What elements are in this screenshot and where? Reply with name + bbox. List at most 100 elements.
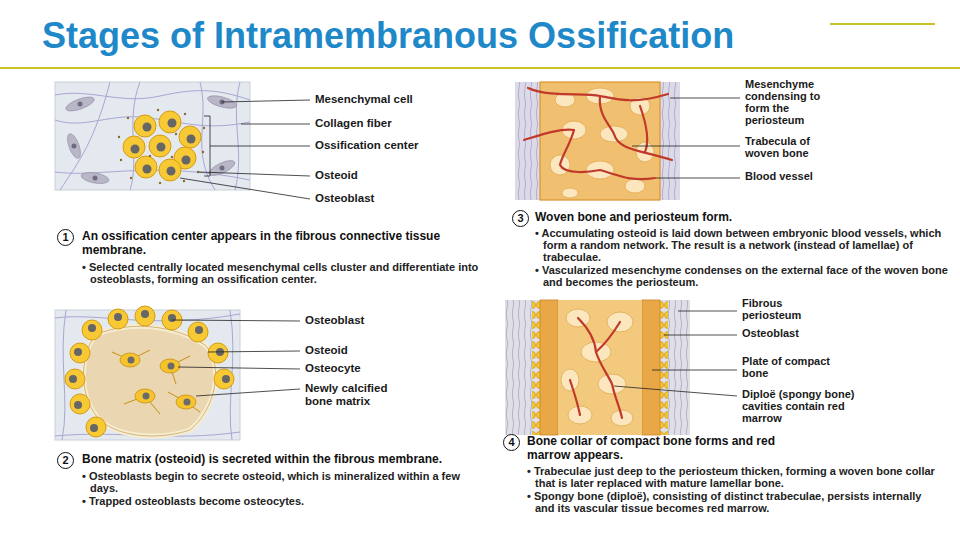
bone-matrix-illustration <box>128 357 135 364</box>
leader-line <box>204 116 210 176</box>
bone-matrix-illustration <box>90 424 98 432</box>
woven-bone-illustration <box>625 179 645 193</box>
woven-bone-illustration <box>515 82 540 200</box>
bone-matrix-illustration <box>168 314 176 322</box>
ossification-center-illustration <box>159 111 181 133</box>
step-text: • Accumulating osteoid is laid down betw… <box>535 227 948 263</box>
bone-matrix-illustration <box>86 417 106 437</box>
bone-collar-illustration <box>578 318 622 418</box>
ossification-center-illustration <box>175 133 177 135</box>
bone-matrix-illustration <box>55 306 240 440</box>
woven-bone-illustration <box>524 88 672 179</box>
woven-bone-illustration <box>515 82 680 200</box>
bone-matrix-illustration <box>108 309 128 329</box>
bone-matrix-illustration <box>120 353 196 409</box>
step-heading: Bone collar of compact bone forms and re… <box>527 435 807 463</box>
ossification-center-illustration <box>123 136 145 158</box>
bone-collar-illustration <box>505 300 690 435</box>
step-number-text: 1 <box>62 232 68 243</box>
bone-matrix-illustration <box>114 313 122 321</box>
bone-collar-illustration <box>660 300 668 435</box>
ossification-center-illustration <box>149 135 171 157</box>
ossification-center-illustration <box>118 136 120 138</box>
ossification-center-illustration <box>171 156 173 158</box>
ossification-center-illustration <box>184 113 186 115</box>
ossification-center-illustration <box>55 82 250 190</box>
leader-line <box>222 100 310 102</box>
step-number: 4 <box>503 434 520 451</box>
part-label: Plate of compact bone <box>742 356 832 380</box>
ossification-center-illustration <box>131 145 140 154</box>
bone-matrix-illustration <box>135 306 155 326</box>
bone-collar-illustration <box>532 300 540 435</box>
bone-collar-illustration <box>540 300 558 435</box>
part-label: Blood vessel <box>745 171 813 183</box>
bone-matrix-illustration <box>70 394 90 414</box>
bone-matrix-illustration <box>208 343 228 363</box>
ossification-center-illustration <box>183 180 185 182</box>
bone-collar-illustration <box>596 322 620 352</box>
ossification-center-illustration <box>123 111 201 181</box>
ossification-center-illustration <box>93 176 98 181</box>
woven-bone-illustration <box>550 88 654 198</box>
leader-line <box>210 146 310 147</box>
leader-line <box>196 389 300 396</box>
ossification-center-illustration <box>203 127 205 129</box>
bone-matrix-illustration <box>55 310 240 440</box>
ossification-center-illustration <box>135 156 157 178</box>
bone-collar-illustration <box>570 318 622 418</box>
bone-matrix-illustration <box>168 363 175 370</box>
ossification-center-illustration <box>207 158 237 179</box>
leader-line <box>678 311 737 312</box>
part-label: Ossification center <box>315 139 419 152</box>
step-text: • Spongy bone (diploë), consisting of di… <box>527 490 943 514</box>
step-text: • Trapped osteoblasts become osteocytes. <box>82 495 490 507</box>
woven-bone-illustration <box>600 96 672 160</box>
ossification-center-illustration <box>55 82 250 190</box>
ossification-center-illustration <box>179 126 201 148</box>
bone-matrix-illustration <box>176 395 196 409</box>
leader-line <box>656 178 740 179</box>
ossification-center-illustration <box>143 123 152 132</box>
step-number: 3 <box>512 210 529 227</box>
part-label: Osteoblast <box>305 314 364 327</box>
leader-line <box>652 370 737 371</box>
bone-matrix-illustration <box>188 322 208 342</box>
leader-line <box>670 98 740 99</box>
part-label: Diploë (spongy bone) cavities contain re… <box>742 389 870 425</box>
part-label: Osteoblast <box>742 328 799 340</box>
step-number-text: 3 <box>517 213 523 224</box>
bone-matrix-illustration <box>65 306 234 437</box>
bone-collar-illustration <box>505 300 532 435</box>
leader-line <box>172 320 300 321</box>
bone-collar-illustration <box>505 300 690 435</box>
bone-matrix-illustration <box>143 393 150 400</box>
ossification-center-illustration <box>127 117 129 119</box>
woven-bone-illustration <box>515 82 680 200</box>
part-label: Osteoid <box>315 169 358 182</box>
woven-bone-illustration <box>660 82 680 200</box>
bone-matrix-illustration <box>74 401 82 409</box>
bone-collar-illustration <box>561 309 633 426</box>
ossification-center-illustration <box>118 109 205 184</box>
step-number-text: 4 <box>508 437 514 448</box>
part-label: Collagen fiber <box>315 117 392 130</box>
ossification-center-illustration <box>143 165 152 174</box>
leader-line <box>632 146 740 147</box>
bone-matrix-illustration <box>195 326 203 334</box>
leader-line <box>664 335 737 336</box>
part-label: Osteocyte <box>305 362 361 375</box>
ossification-center-illustration <box>72 100 225 181</box>
bone-matrix-illustration <box>112 350 200 414</box>
woven-bone-illustration <box>562 188 578 198</box>
bone-matrix-illustration <box>141 310 149 318</box>
leader-line <box>180 178 310 199</box>
ossification-center-illustration <box>149 155 151 157</box>
leader-line <box>199 172 310 176</box>
ossification-center-illustration <box>157 109 159 111</box>
ossification-center-illustration <box>64 93 238 185</box>
ossification-center-illustration <box>55 82 250 190</box>
step-heading: Woven bone and periosteum form. <box>535 211 940 225</box>
bone-collar-illustration <box>642 300 660 435</box>
ossification-center-illustration <box>168 119 177 128</box>
